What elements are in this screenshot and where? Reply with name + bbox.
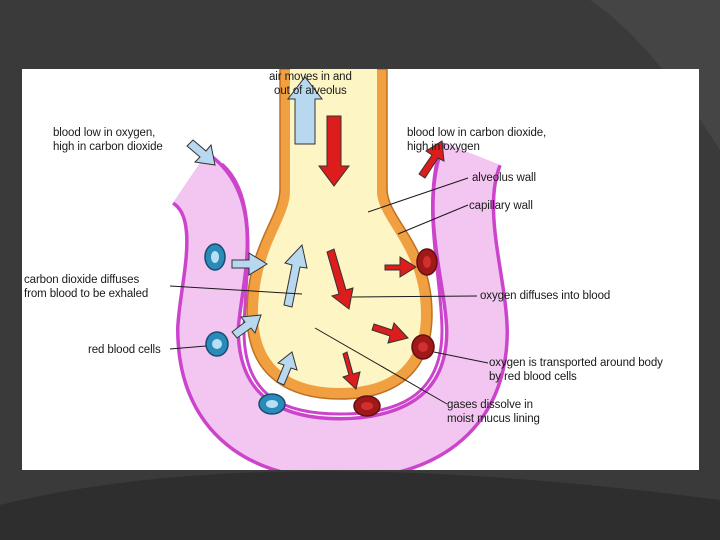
air-out-arrow <box>318 115 350 187</box>
deoxy-blood-cell-3 <box>258 393 286 415</box>
alveolus-air-space <box>258 69 421 388</box>
label-air-flow: air moves in and out of alveolus <box>269 71 352 97</box>
label-o2-diffuses: oxygen diffuses into blood <box>480 290 611 302</box>
leader-capillary-wall <box>397 204 469 235</box>
o2-arrow-1 <box>326 248 354 310</box>
o2-arrow-4 <box>342 351 361 390</box>
capillary-inner-wall <box>221 148 444 416</box>
label-o2-transported: oxygen is transported around body by red… <box>489 357 663 383</box>
leader-o2 <box>351 295 478 298</box>
blood-out-arrow <box>418 140 445 179</box>
o2-arrow-3 <box>371 322 409 344</box>
co2-arrow-3 <box>276 351 298 386</box>
co2-arrow-4 <box>283 243 308 308</box>
co2-arrow-1 <box>231 252 268 276</box>
air-in-arrow <box>286 76 324 145</box>
diagram-drawing <box>169 69 510 470</box>
alveolus-diagram: air moves in and out of alveolus blood l… <box>22 69 699 470</box>
oxy-blood-cell-2 <box>411 334 435 360</box>
label-red-blood-cells: red blood cells <box>88 344 161 356</box>
leader-alveolus-wall <box>367 177 469 213</box>
label-blood-out: blood low in carbon dioxide, high in oxy… <box>407 127 547 153</box>
o2-arrow-2 <box>384 256 417 278</box>
deoxy-blood-cell-1 <box>204 243 226 271</box>
label-capillary-wall: capillary wall <box>469 200 533 212</box>
leader-lines <box>169 177 489 405</box>
co2-arrow-2 <box>231 314 262 339</box>
label-gases-dissolve: gases dissolve in moist mucus lining <box>447 399 540 425</box>
label-alveolus-wall: alveolus wall <box>472 172 536 184</box>
oxy-blood-cell-3 <box>353 395 381 417</box>
leader-red-blood-cells <box>169 345 207 350</box>
label-co2-diffuses: carbon dioxide diffuses from blood to be… <box>24 274 149 300</box>
label-blood-in: blood low in oxygen, high in carbon diox… <box>53 127 163 153</box>
oxy-blood-cell-1 <box>416 248 438 276</box>
leader-gases-dissolve <box>314 327 448 405</box>
deoxy-blood-cell-2 <box>205 331 229 357</box>
leader-o2-transport <box>433 351 489 364</box>
blood-in-arrow <box>186 139 216 166</box>
leader-co2 <box>169 285 303 295</box>
